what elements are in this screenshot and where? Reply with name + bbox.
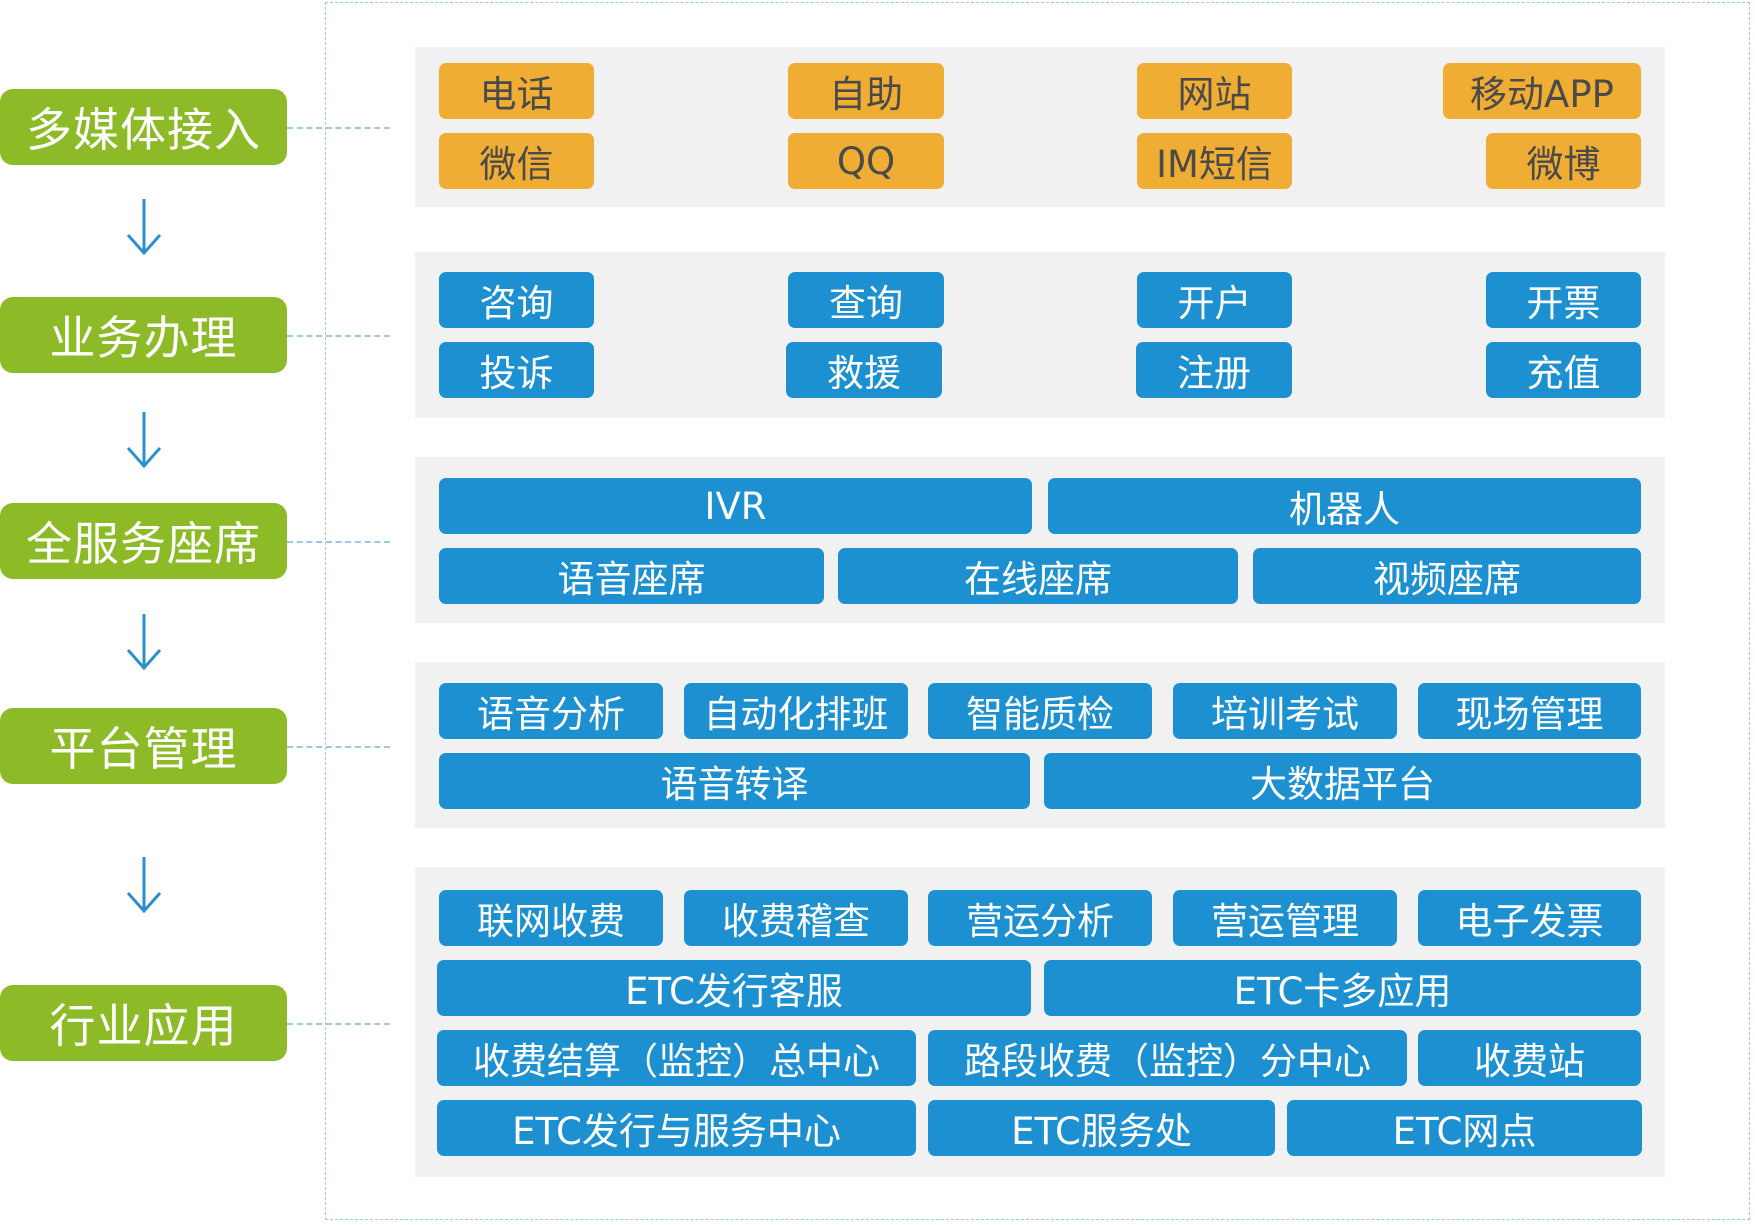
arrow-down-icon — [126, 412, 162, 469]
layer-panel-business — [415, 252, 1665, 418]
service-chip: 自动化排班 — [684, 683, 908, 739]
service-chip: 大数据平台 — [1044, 753, 1641, 809]
service-chip: ETC服务处 — [928, 1100, 1275, 1156]
service-chip: 智能质检 — [928, 683, 1152, 739]
service-chip: 微博 — [1486, 133, 1641, 189]
arrow-down-icon — [126, 857, 162, 914]
service-chip: IVR — [439, 478, 1032, 534]
service-chip: 现场管理 — [1418, 683, 1641, 739]
service-chip: 营运管理 — [1173, 890, 1397, 946]
service-chip: 路段收费（监控）分中心 — [928, 1030, 1407, 1086]
service-chip: 网站 — [1137, 63, 1292, 119]
service-chip: ETC发行客服 — [437, 960, 1031, 1016]
arrow-down-icon — [126, 614, 162, 671]
layer-label-platform: 平台管理 — [0, 708, 287, 784]
service-chip: ETC网点 — [1287, 1100, 1642, 1156]
service-chip: 咨询 — [439, 272, 594, 328]
service-chip: 联网收费 — [439, 890, 663, 946]
service-chip: 在线座席 — [838, 548, 1238, 604]
dashed-frame — [325, 2, 1750, 1220]
service-chip: ETC卡多应用 — [1044, 960, 1641, 1016]
layer-label-agent: 全服务座席 — [0, 503, 287, 579]
service-chip: 投诉 — [439, 342, 594, 398]
arrow-down-icon — [126, 199, 162, 256]
connector-line — [287, 541, 390, 543]
service-chip: 培训考试 — [1173, 683, 1397, 739]
service-chip: QQ — [788, 133, 944, 189]
service-chip: 查询 — [788, 272, 944, 328]
connector-line — [287, 127, 390, 129]
service-chip: ETC发行与服务中心 — [437, 1100, 916, 1156]
service-chip: 救援 — [786, 342, 942, 398]
service-chip: 充值 — [1486, 342, 1641, 398]
service-chip: 电子发票 — [1418, 890, 1641, 946]
service-chip: 视频座席 — [1253, 548, 1641, 604]
service-chip: 营运分析 — [928, 890, 1152, 946]
service-chip: 机器人 — [1048, 478, 1641, 534]
connector-line — [287, 1023, 390, 1025]
service-chip: 移动APP — [1443, 63, 1641, 119]
service-chip: 电话 — [439, 63, 594, 119]
service-chip: 收费结算（监控）总中心 — [437, 1030, 916, 1086]
service-chip: 收费站 — [1418, 1030, 1641, 1086]
layer-label-access: 多媒体接入 — [0, 89, 287, 165]
service-chip: 收费稽查 — [684, 890, 908, 946]
layer-label-industry: 行业应用 — [0, 985, 287, 1061]
service-chip: 注册 — [1136, 342, 1292, 398]
service-chip: 微信 — [439, 133, 594, 189]
service-chip: 开户 — [1137, 272, 1292, 328]
connector-line — [287, 335, 390, 337]
service-chip: 语音分析 — [439, 683, 663, 739]
service-chip: 自助 — [788, 63, 944, 119]
service-chip: 开票 — [1486, 272, 1641, 328]
service-chip: 语音转译 — [439, 753, 1030, 809]
service-chip: IM短信 — [1137, 133, 1292, 189]
service-chip: 语音座席 — [439, 548, 824, 604]
connector-line — [287, 746, 390, 748]
layer-label-business: 业务办理 — [0, 297, 287, 373]
